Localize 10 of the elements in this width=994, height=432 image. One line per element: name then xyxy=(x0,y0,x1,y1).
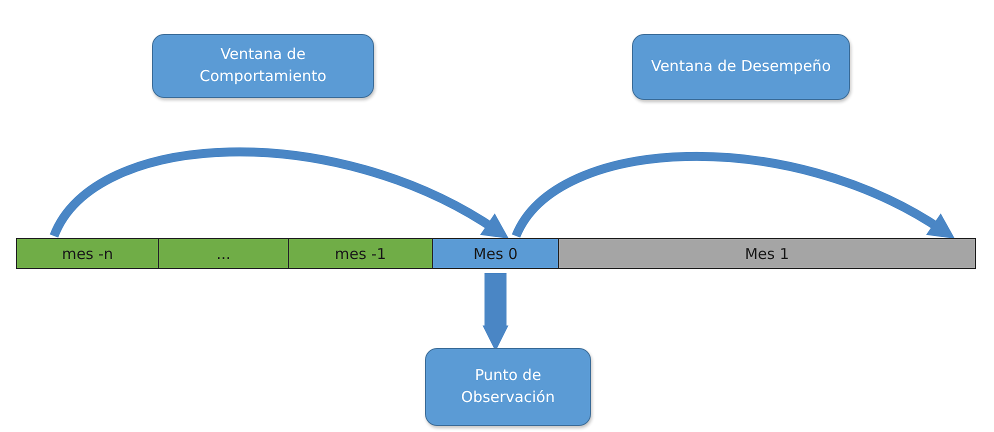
timeline-segment: Mes 0 xyxy=(432,238,559,269)
arrow xyxy=(512,152,956,238)
timeline-segment: ... xyxy=(158,238,289,269)
callout-box: Ventana de Comportamiento xyxy=(152,34,374,98)
arrow xyxy=(50,148,510,238)
callout-box: Punto de Observación xyxy=(425,348,591,426)
timeline-segment: Mes 1 xyxy=(558,238,976,269)
timeline-segment: mes -1 xyxy=(288,238,433,269)
timeline-segment: mes -n xyxy=(16,238,159,269)
callout-box: Ventana de Desempeño xyxy=(632,34,850,100)
